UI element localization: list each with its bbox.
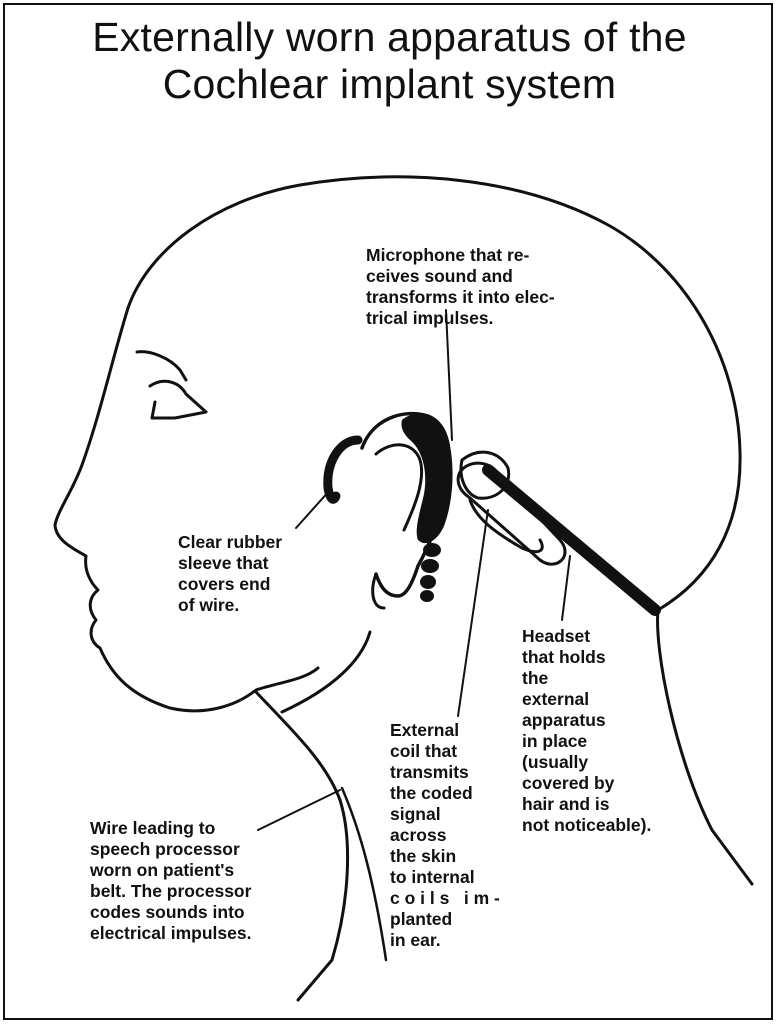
label-coil-line: c o i l s i m - xyxy=(390,888,500,909)
ear-inner xyxy=(376,445,422,530)
label-coil-line: transmits xyxy=(390,762,500,783)
label-wire-line: speech processor xyxy=(90,839,251,860)
label-coil-line: planted xyxy=(390,909,500,930)
label-headset-line: external xyxy=(522,689,651,710)
label-headset-line: Headset xyxy=(522,626,651,647)
jaw-line xyxy=(282,632,370,712)
label-headset-line: (usually xyxy=(522,752,651,773)
label-sleeve: Clear rubber sleeve that covers end of w… xyxy=(178,532,282,616)
label-headset-line: that holds xyxy=(522,647,651,668)
label-coil-line: the coded xyxy=(390,783,500,804)
rubber-sleeve xyxy=(328,440,358,499)
wire-bead-3 xyxy=(420,575,436,589)
label-microphone-line: ceives sound and xyxy=(366,266,555,287)
label-wire-line: belt. The processor xyxy=(90,881,251,902)
label-wire-line: codes sounds into xyxy=(90,902,251,923)
label-headset-line: the xyxy=(522,668,651,689)
label-wire-line: worn on patient's xyxy=(90,860,251,881)
label-microphone-line: Microphone that re- xyxy=(366,245,555,266)
label-headset-line: covered by xyxy=(522,773,651,794)
face-profile xyxy=(55,308,318,711)
microphone-body xyxy=(401,414,452,543)
label-coil-line: signal xyxy=(390,804,500,825)
leader-sleeve xyxy=(296,490,330,528)
label-microphone: Microphone that re- ceives sound and tra… xyxy=(366,245,555,329)
label-headset-line: apparatus xyxy=(522,710,651,731)
wire-bead-4 xyxy=(420,590,434,602)
label-headset-line: in place xyxy=(522,731,651,752)
label-wire-line: electrical impulses. xyxy=(90,923,251,944)
wire-bead-2 xyxy=(421,559,439,573)
label-sleeve-line: sleeve that xyxy=(178,553,282,574)
label-microphone-line: transforms it into elec- xyxy=(366,287,555,308)
label-wire-line: Wire leading to xyxy=(90,818,251,839)
leader-headset xyxy=(562,556,570,620)
label-microphone-line: trical impulses. xyxy=(366,308,555,329)
label-sleeve-line: Clear rubber xyxy=(178,532,282,553)
label-coil: External coil that transmits the coded s… xyxy=(390,720,500,951)
label-coil-line: coil that xyxy=(390,741,500,762)
headset-wire xyxy=(488,470,655,610)
label-coil-line: the skin xyxy=(390,846,500,867)
label-sleeve-line: of wire. xyxy=(178,595,282,616)
label-coil-line: across xyxy=(390,825,500,846)
label-headset: Headset that holds the external apparatu… xyxy=(522,626,651,836)
neck-front xyxy=(256,692,348,1000)
eye xyxy=(150,381,206,418)
label-coil-line: to internal xyxy=(390,867,500,888)
wire-bead-1 xyxy=(423,543,441,557)
label-headset-line: hair and is xyxy=(522,794,651,815)
label-sleeve-line: covers end xyxy=(178,574,282,595)
label-coil-line: External xyxy=(390,720,500,741)
label-coil-line: in ear. xyxy=(390,930,500,951)
label-headset-line: not noticeable). xyxy=(522,815,651,836)
leader-microphone xyxy=(446,310,452,440)
label-wire: Wire leading to speech processor worn on… xyxy=(90,818,251,944)
brow xyxy=(137,352,186,380)
leader-coil xyxy=(458,510,488,716)
leader-wire xyxy=(258,790,340,830)
